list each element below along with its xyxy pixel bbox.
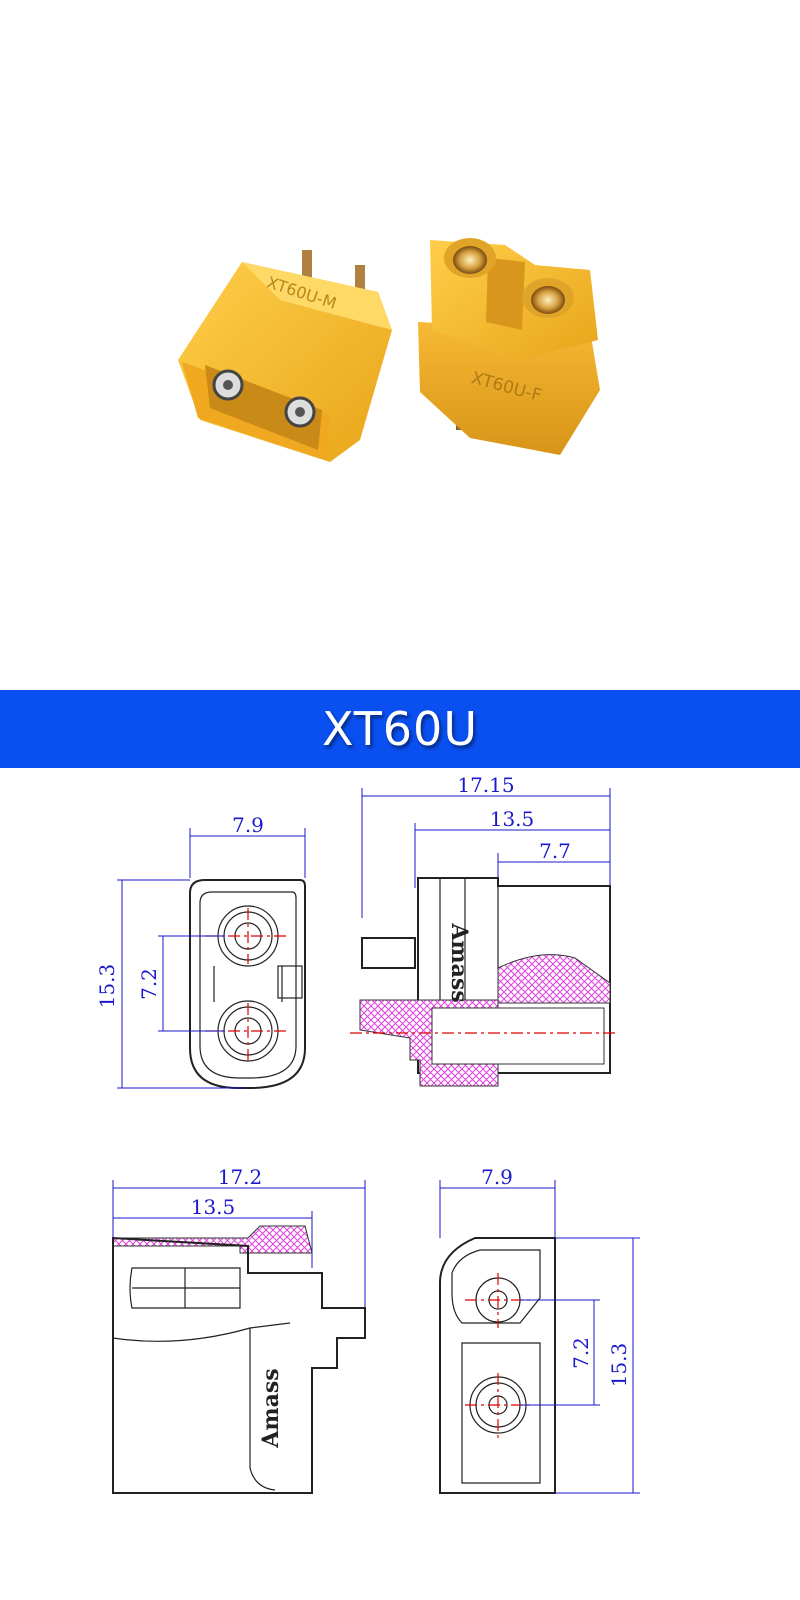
banner-title: XT60U [321, 702, 478, 756]
dim-height-15-3-top: 15.3 [95, 964, 119, 1009]
side-view-top: 17.15 13.5 7.7 Amass [350, 773, 615, 1087]
dim-body-13-5-top: 13.5 [490, 807, 535, 831]
front-view-bottom: 7.9 15.3 7.2 [439, 1165, 640, 1494]
technical-drawings: 7.9 15.3 7.2 17.15 13.5 7.7 Amass 17.2 1… [95, 773, 640, 1494]
dim-width-7-9-top: 7.9 [232, 813, 264, 837]
dim-height-15-3-bottom: 15.3 [607, 1343, 631, 1388]
brand-mark-top: Amass [446, 922, 472, 1002]
brand-mark-bottom: Amass [258, 1368, 284, 1448]
dim-body-13-5-bottom: 13.5 [191, 1195, 236, 1219]
male-connector: XT60U-M [178, 250, 392, 462]
dim-pitch-7-2-top: 7.2 [137, 968, 161, 1000]
dim-pitch-7-2-bottom: 7.2 [569, 1337, 593, 1369]
dim-width-7-9-bottom: 7.9 [481, 1165, 513, 1189]
dim-overall-17-2: 17.2 [218, 1165, 263, 1189]
dim-overall-17-15: 17.15 [457, 773, 514, 797]
front-view-top: 7.9 15.3 7.2 [95, 813, 306, 1089]
dim-housing-7-7: 7.7 [539, 839, 571, 863]
female-connector: XT60U-F [418, 238, 600, 455]
side-view-bottom: 17.2 13.5 Amass [112, 1165, 366, 1494]
product-photo: XT60U-M XT60U-F [178, 238, 600, 462]
title-banner: XT60U [0, 690, 800, 768]
